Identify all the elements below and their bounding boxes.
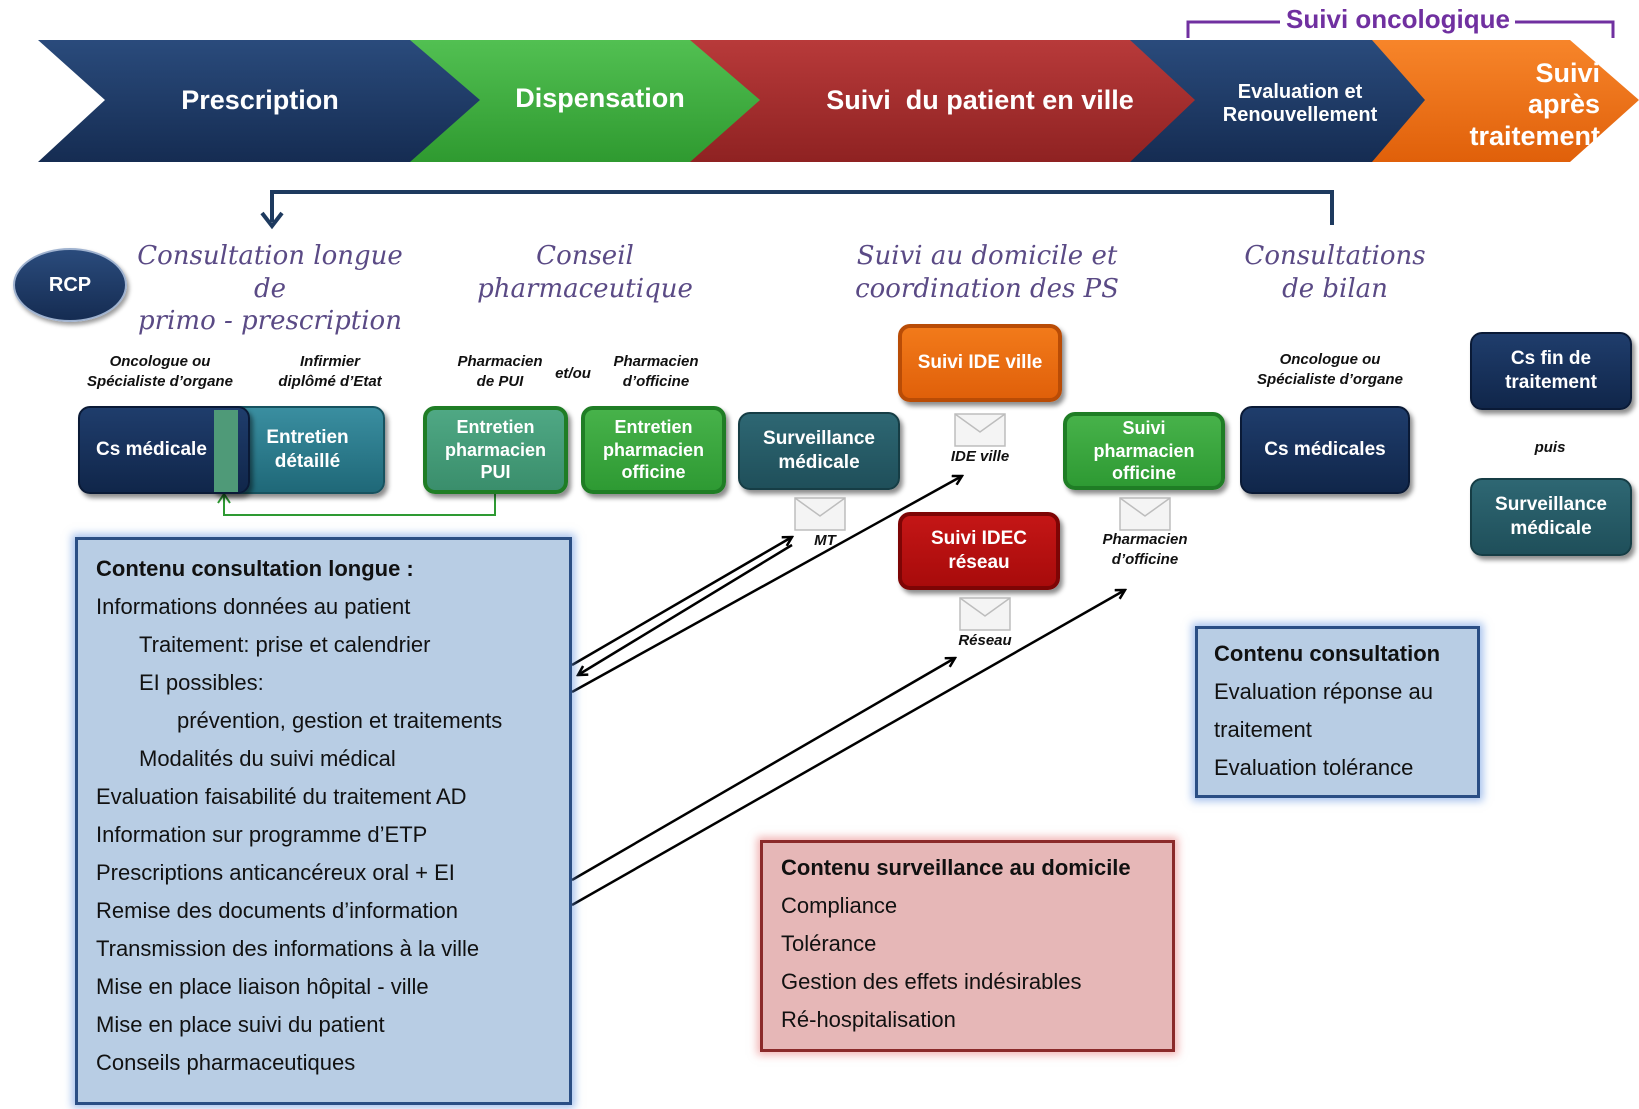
box-suivi-ide: Suivi IDE ville xyxy=(898,324,1062,402)
box-cs-medicale-divider xyxy=(214,410,238,492)
return-arrow xyxy=(270,190,1334,225)
entretien-officine-label: Entretien pharmacien officine xyxy=(602,417,705,483)
contenu-longue-line: Conseils pharmaceutiques xyxy=(96,1050,356,1075)
role-etou: et/ou xyxy=(555,365,591,382)
contenu-longue-line: Remise des documents d’information xyxy=(96,898,458,923)
entretien-detaille-label: Entretien détaillé xyxy=(266,427,349,472)
contenu-consultation-line: traitement xyxy=(1214,717,1312,742)
box-surveillance-2: Surveillance médicale xyxy=(1470,478,1632,556)
chevron-prescription xyxy=(38,40,495,162)
envelope-label-mt: MT xyxy=(814,532,836,549)
envelope-icon-mt xyxy=(794,497,846,531)
contenu-longue-line: Mise en place suivi du patient xyxy=(96,1012,385,1037)
contenu-domicile-line: Gestion des effets indésirables xyxy=(781,969,1082,994)
envelope-label-reseau: Réseau xyxy=(958,632,1012,649)
arrow-from-mt xyxy=(578,543,793,675)
contenu-longue-line: Transmission des informations à la ville xyxy=(96,936,480,961)
arrow-to-reseau-1 xyxy=(571,658,955,882)
suivi-pharm-label: Suivi pharmacien officine xyxy=(1093,418,1195,484)
rcp-circle: RCP xyxy=(13,248,127,322)
contenu-longue-line: Modalités du suivi médical xyxy=(139,746,396,771)
role-puis: puis xyxy=(1534,439,1566,456)
cs-medicales-label: Cs médicales xyxy=(1264,439,1386,461)
box-suivi-idec: Suivi IDEC réseau xyxy=(898,512,1060,590)
box-entretien-pui: Entretien pharmacien PUI xyxy=(423,406,568,494)
phase-consultations-bilan: Consultations de bilan xyxy=(1244,241,1426,304)
contenu-consultation-line: Evaluation réponse au xyxy=(1214,679,1433,704)
contenu-longue-line: Mise en place liaison hôpital - ville xyxy=(96,974,429,999)
box-entretien-officine: Entretien pharmacien officine xyxy=(581,406,726,494)
contenu-domicile-panel: Contenu surveillance au domicile Complia… xyxy=(760,840,1175,1052)
chevron-suivi-apres xyxy=(1372,40,1639,162)
label-dispensation: Dispensation xyxy=(515,83,685,114)
contenu-longue-line: Evaluation faisabilité du traitement AD xyxy=(96,784,467,809)
contenu-longue-line: Prescriptions anticancéreux oral + EI xyxy=(96,860,455,885)
phase-suivi-domicile: Suivi au domicile et coordination des PS xyxy=(855,241,1119,304)
chevron-dispensation xyxy=(410,40,790,162)
surveillance-1-label: Surveillance médicale xyxy=(763,428,875,473)
role-infirmier: Infirmier diplômé d’Etat xyxy=(278,353,382,391)
contenu-longue-line: prévention, gestion et traitements xyxy=(177,708,503,733)
box-suivi-pharm: Suivi pharmacien officine xyxy=(1063,412,1225,490)
envelope-icon-ide xyxy=(954,413,1006,447)
contenu-domicile-line: Ré-hospitalisation xyxy=(781,1007,956,1032)
contenu-domicile-line: Compliance xyxy=(781,893,898,918)
contenu-longue-title: Contenu consultation longue : xyxy=(96,556,414,581)
contenu-domicile-line: Tolérance xyxy=(781,931,877,956)
contenu-longue-panel: Contenu consultation longue : Informatio… xyxy=(75,537,572,1105)
role-oncologue-2: Oncologue ou Spécialiste d’organe xyxy=(1257,351,1403,389)
rcp-label: RCP xyxy=(48,273,92,296)
cs-medicale-label: Cs médicale xyxy=(96,439,207,461)
arrow-to-ide-1 xyxy=(571,476,962,694)
onco-bracket xyxy=(1186,20,1615,38)
suivi-ide-label: Suivi IDE ville xyxy=(917,352,1043,374)
envelope-icon-reseau xyxy=(959,597,1011,631)
green-connector xyxy=(223,494,496,516)
phase-conseil: Conseil pharmaceutique xyxy=(477,241,693,304)
arrow-to-mt xyxy=(571,537,792,667)
contenu-consultation-title: Contenu consultation xyxy=(1214,641,1441,666)
phase-consultation-longue: Consultation longue de primo - prescript… xyxy=(137,241,403,336)
role-oncologue-1: Oncologue ou Spécialiste d’organe xyxy=(87,353,233,391)
box-cs-medicales: Cs médicales xyxy=(1240,406,1410,494)
entretien-pui-label: Entretien pharmacien PUI xyxy=(444,417,547,483)
contenu-domicile-title: Contenu surveillance au domicile xyxy=(781,855,1131,880)
box-surveillance-1: Surveillance médicale xyxy=(738,412,900,490)
chevron-evaluation xyxy=(1130,40,1455,162)
envelope-icon-pharm xyxy=(1119,497,1171,531)
label-suivi-onco: Suivi oncologique xyxy=(1286,4,1510,34)
contenu-consultation-panel: Contenu consultation Evaluation réponse … xyxy=(1195,626,1480,798)
box-cs-fin: Cs fin de traitement xyxy=(1470,332,1632,410)
label-prescription: Prescription xyxy=(181,85,339,116)
label-suivi-apres: Suivi après traitement xyxy=(1469,58,1600,151)
contenu-longue-line: EI possibles: xyxy=(139,670,264,695)
chevron-suivi-ville xyxy=(690,40,1225,162)
contenu-longue-line: Traitement: prise et calendrier xyxy=(139,632,431,657)
role-pharm-off: Pharmacien d’officine xyxy=(613,353,699,391)
contenu-consultation-line: Evaluation tolérance xyxy=(1214,755,1414,780)
envelope-label-ide: IDE ville xyxy=(950,448,1010,465)
arrow-to-pharm xyxy=(571,590,1125,907)
return-arrow-head xyxy=(260,211,284,230)
envelope-label-pharm: Pharmacien d’officine xyxy=(1102,531,1188,569)
suivi-idec-label: Suivi IDEC réseau xyxy=(930,528,1028,573)
contenu-longue-line: Information sur programme d’ETP xyxy=(96,822,428,847)
role-pharm-pui: Pharmacien de PUI xyxy=(457,353,543,391)
contenu-longue-line: Informations données au patient xyxy=(96,594,411,619)
label-suivi-ville: Suivi du patient en ville xyxy=(826,85,1134,116)
label-evaluation: Evaluation et Renouvellement xyxy=(1222,81,1378,126)
surveillance-2-label: Surveillance médicale xyxy=(1495,494,1607,539)
cs-fin-label: Cs fin de traitement xyxy=(1505,348,1597,393)
